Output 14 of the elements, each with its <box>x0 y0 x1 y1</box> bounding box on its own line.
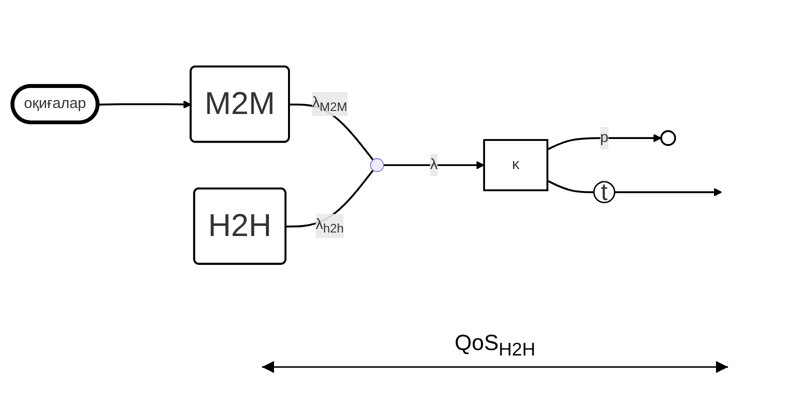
edge-label: λ$_{h2h}$ <box>316 216 344 236</box>
node-box: κ <box>483 138 548 192</box>
arrow <box>98 100 192 108</box>
arrow <box>614 188 722 196</box>
edge-label: λ <box>430 156 438 172</box>
node-circle <box>660 130 676 146</box>
arrow <box>546 134 662 150</box>
node-circle: t̄ <box>593 181 616 204</box>
edge-label: λ$_{M2M}$ <box>312 94 348 114</box>
edge-label: p <box>600 130 608 146</box>
dimension-label: QoS$_{H2H}$ <box>454 330 536 360</box>
node-point <box>370 158 384 172</box>
connector <box>546 180 594 193</box>
arrow <box>384 160 484 170</box>
